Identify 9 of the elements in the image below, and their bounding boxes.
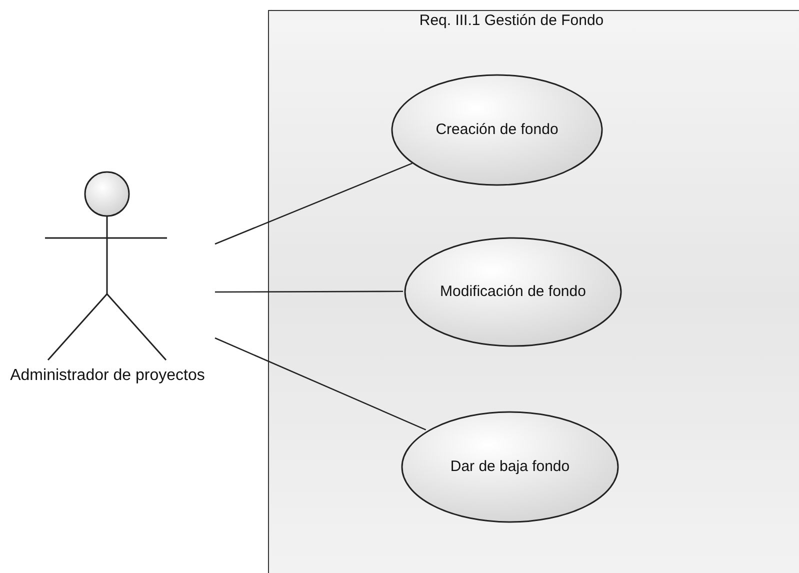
use-case-label: Modificación de fondo <box>440 282 586 302</box>
association-line <box>214 162 412 245</box>
actor-label: Administrador de proyectos <box>9 366 206 386</box>
association-line <box>215 290 403 293</box>
system-boundary <box>268 10 799 573</box>
association-line <box>214 337 426 430</box>
use-case-label: Creación de fondo <box>436 120 558 140</box>
boundary-title: Req. III.1 Gestión de Fondo <box>418 11 605 31</box>
use-case-label: Dar de baja fondo <box>450 457 570 477</box>
